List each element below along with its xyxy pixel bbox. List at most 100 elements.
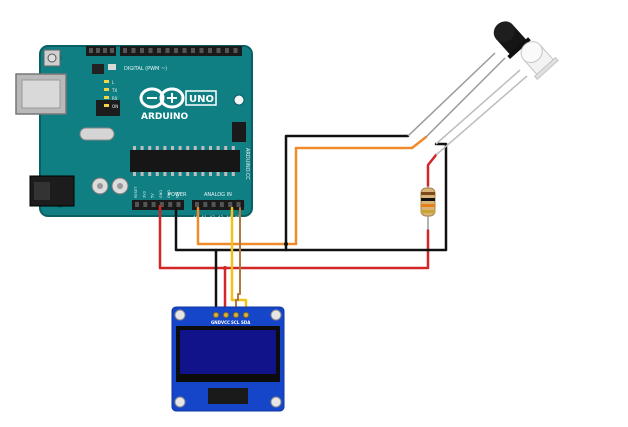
analog-pin-label: A3 [218,215,224,220]
usb-connector-icon [15,73,67,115]
analog-pin-label: A2 [210,215,216,220]
chip-leg [133,146,136,150]
chip-leg [171,146,174,150]
analog-pin-label: A0 [193,215,199,220]
chip-leg [155,172,159,176]
analog-header [192,200,244,210]
power-pin-label: 3V3 [142,191,146,198]
header-pin [159,202,164,207]
oled-pin-hole [213,312,219,318]
status-led-label: RX [112,96,118,101]
arduino-uno-board: DIGITAL (PWM ~) UNO ARDUINO [15,45,253,220]
status-led-icon [104,88,109,91]
dc-jack-icon [29,175,75,207]
status-led-label: TX [111,88,117,93]
header-pin [216,48,221,53]
chip-leg [209,146,212,150]
status-led-label: L [112,80,115,85]
status-led-labels: L TX RX ON [104,80,118,109]
chip-leg [163,172,167,176]
chip-leg [171,172,174,176]
header-pin [143,202,148,207]
chip-leg [193,146,197,150]
chip-leg [224,172,228,176]
power-pin-label: RESET [134,186,138,198]
chip-leg [224,146,228,150]
ir-receiver-led-icon [435,41,559,156]
oled-screen [180,330,276,374]
chip-leg [193,172,197,176]
header-pin [228,202,233,207]
status-led-icon [104,104,109,107]
oled-pin-label: SCL [231,320,240,325]
oled-pin-hole [243,312,249,318]
wire-gnd-black [174,142,448,252]
status-led-label: ON [112,104,118,109]
wire-photodiode-red [426,153,438,188]
header-pin [168,202,173,207]
header-pin [225,48,229,53]
header-pin [182,48,187,53]
oled-pin-hole [233,312,239,318]
analog-pin-label: A5 [235,215,241,220]
power-pin-label: VIN [176,192,180,198]
wire-ir-led-gnd-black [284,134,410,252]
chip-leg [178,146,182,150]
voltage-regulator-icon [92,64,104,74]
chip-leg [186,172,190,176]
header-pin [89,48,93,53]
analog-pin-label: A1 [201,215,207,220]
power-header-label: POWER [168,192,187,198]
chip-leg [148,172,152,176]
header-pin [211,202,216,207]
header-pin [208,48,212,53]
header-pin [157,48,161,53]
analog-header-label: ANALOG IN [204,192,232,198]
header-pin [191,48,195,53]
header-pin [233,48,238,53]
header-pin [131,48,136,53]
chip-leg [140,172,144,176]
chip-leg [133,172,136,176]
crystal-icon [79,127,115,141]
chip-leg [140,146,144,150]
wire-a0-orange [196,135,428,246]
status-led-icon [104,80,109,83]
oled-pin-label: SDA [241,320,251,325]
icsp-header-icon [232,122,246,142]
chip-leg [201,172,205,176]
chip-leg [209,172,212,176]
header-pin [140,48,144,53]
header-pin [165,48,170,53]
power-pin-label: GND [167,190,171,198]
oled-pin-label: VCC [221,320,230,325]
chip-leg [216,146,220,150]
chip-leg [163,146,167,150]
chip-leg [231,172,235,176]
arduino-logo [139,87,185,109]
power-pin-label: 5V [151,193,155,198]
oled-pin-hole [223,312,229,318]
oled-pin-label: GND [211,320,222,325]
header-pin [195,202,199,207]
chip-leg [231,146,235,150]
capacitor-icon [91,177,129,195]
header-pin [135,202,139,207]
digital-header [86,46,242,56]
header-pin [219,202,224,207]
chip-leg [178,172,182,176]
analog-pin-label: A4 [226,215,232,220]
chip-leg [216,172,220,176]
side-label: ARDUINO.CC [244,148,250,180]
resistor-icon [420,186,436,230]
ir-emitter-led-icon [407,21,531,138]
wire-sda-brown [235,207,241,314]
header-pin [103,48,107,53]
header-pin [199,48,204,53]
chip-leg [155,146,159,150]
header-pin [110,48,114,53]
power-pin-label: GND [159,190,163,198]
